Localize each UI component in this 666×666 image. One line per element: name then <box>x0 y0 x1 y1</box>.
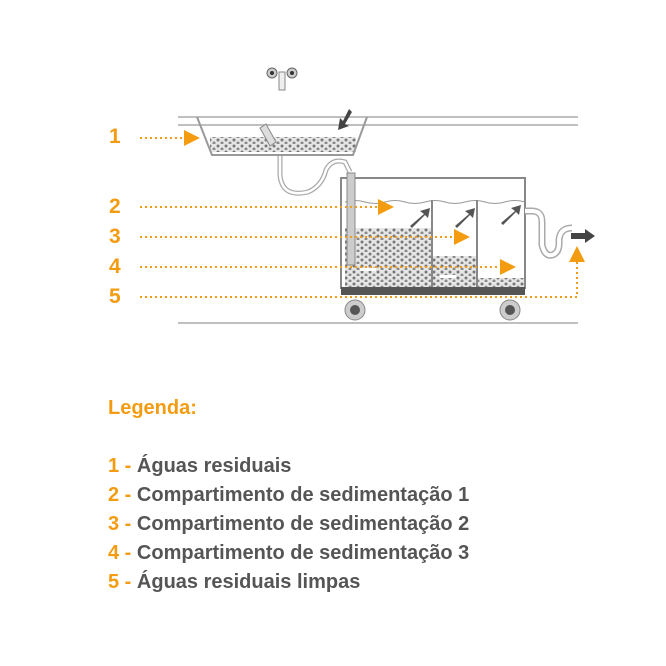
wheel-icon <box>499 299 521 321</box>
legend-title: Legenda: <box>108 397 197 419</box>
marker-3: 3 <box>109 225 121 248</box>
marker-1: 1 <box>109 125 121 148</box>
marker-4: 4 <box>109 255 121 278</box>
wheel-icon <box>344 299 366 321</box>
sink-basin <box>196 116 368 156</box>
legend-item: 3 - Compartimento de sedimentação 2 <box>108 513 470 535</box>
outflow-arrow-icon <box>571 229 595 243</box>
legend-item: 5 - Águas residuais limpas <box>108 571 361 593</box>
legend-item: 4 - Compartimento de sedimentação 3 <box>108 542 470 564</box>
sedimentation-tank <box>340 172 526 295</box>
outlet-pipe <box>525 207 573 259</box>
marker-2: 2 <box>109 195 121 218</box>
legend-item: 2 - Compartimento de sedimentação 1 <box>108 484 470 506</box>
legend-item: 1 - Águas residuais <box>108 455 292 477</box>
floor-lines <box>178 116 578 324</box>
faucet-icon <box>266 67 298 91</box>
leader-lines <box>140 130 585 298</box>
marker-5: 5 <box>109 285 121 308</box>
inflow-arrow-icon <box>338 109 352 130</box>
